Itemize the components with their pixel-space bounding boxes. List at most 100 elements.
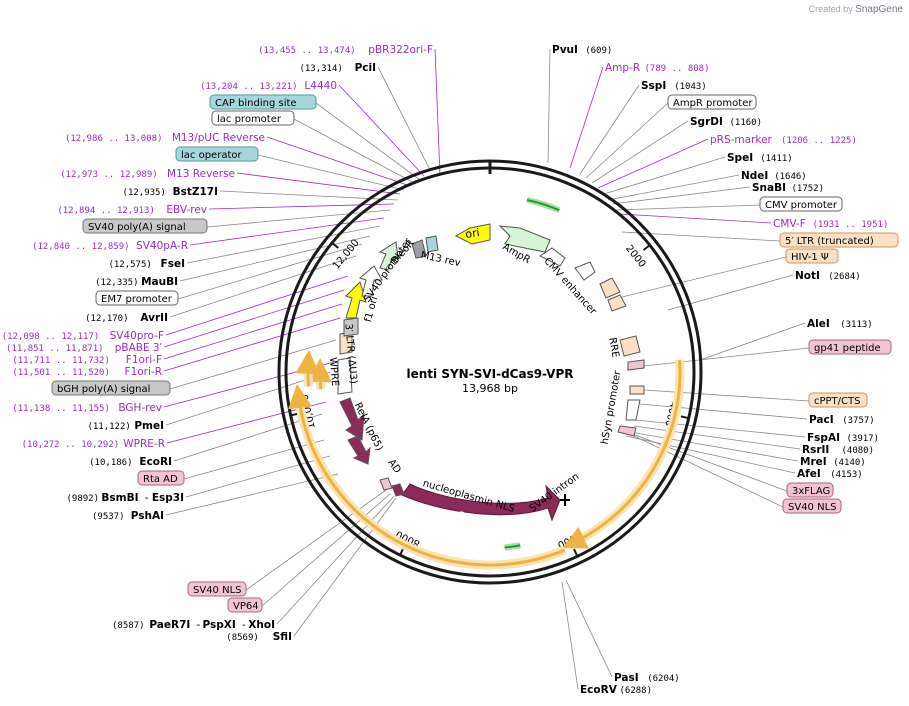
enzyme-position: (9537) — [92, 512, 125, 522]
enzyme-name: PaeR7I — [149, 619, 190, 631]
enzyme-position: (9892) — [66, 494, 99, 504]
enzyme-position: (3757) — [842, 416, 875, 426]
leader-line — [177, 243, 363, 300]
enzyme-name: EcoRV — [580, 684, 618, 696]
label-mrei: MreI(4140) — [800, 456, 866, 468]
leader-line — [165, 275, 349, 336]
leader-line — [633, 425, 801, 450]
leader-line — [163, 317, 341, 372]
feature-box — [95, 290, 179, 306]
label-hiv-1: HIV-1 Ψ — [785, 248, 839, 264]
enzyme-position: (3113) — [840, 320, 873, 330]
enzyme-position: (1043) — [674, 82, 707, 92]
leader-line — [699, 322, 806, 361]
primer-name: M13/pUC Reverse — [172, 132, 265, 144]
label-pvui: PvuI (609) — [552, 44, 612, 56]
leader-line — [434, 48, 441, 177]
enzyme-name: RsrII — [802, 444, 829, 456]
primer-name: BGH-rev — [118, 402, 162, 414]
label-sv40pa-r: SV40pA-R(12,840 .. 12,859) — [32, 240, 188, 252]
label-afei: AfeI(4153) — [797, 468, 863, 480]
leader-line — [547, 48, 551, 164]
enzyme-position: (1752) — [792, 184, 825, 194]
feature-box — [808, 339, 892, 355]
rela-feature — [339, 397, 365, 441]
intron-direction-arrow — [504, 544, 521, 549]
cmv-enhancer-feature — [539, 247, 566, 267]
label-m13-reverse: M13 Reverse(12,973 .. 12,989) — [60, 168, 235, 180]
primer-position: (11,138 .. 11,155) — [12, 404, 110, 414]
leader-line — [615, 204, 761, 211]
enzyme-name: BstZ17I — [173, 186, 218, 198]
label-sfii: SfiI(8569) — [226, 631, 292, 643]
enzyme-name: NdeI — [741, 170, 768, 182]
leader-line — [619, 213, 772, 224]
inner-label-ori: ori — [465, 226, 481, 241]
label-gp41-peptide: gp41 peptide — [808, 339, 892, 355]
outer-labels: PvuI(609)Amp-R(789 .. 808)SspI(1043)AmpR… — [2, 44, 899, 696]
feature-box-label: CMV promoter — [765, 200, 838, 211]
primer-name: SV40pA-R — [136, 240, 188, 252]
primer-position: (12,973 .. 12,989) — [60, 170, 158, 180]
enzyme-position: (4140) — [833, 458, 866, 468]
enzyme-position: (10,186) — [89, 458, 132, 468]
leader-line — [179, 235, 371, 282]
leader-line — [629, 431, 799, 462]
enzyme-name: AleI — [807, 318, 830, 330]
enzyme-name: PshAI — [131, 510, 164, 522]
ad-marker — [391, 483, 405, 497]
feature-box — [175, 146, 259, 162]
ad-feature — [347, 435, 371, 465]
label-ebv-rev: EBV-rev(12,894 .. 12,913) — [57, 204, 207, 216]
leader-line — [639, 403, 808, 420]
label-ecorv: EcoRV(6288) — [580, 684, 652, 696]
label-vp64: VP64 — [227, 597, 263, 613]
ruler-label: 12,000 — [331, 238, 362, 272]
nls-marker — [379, 477, 393, 491]
enzyme-name: SspI — [641, 80, 666, 92]
enzyme-position: (609) — [585, 46, 612, 56]
cas9-feature — [401, 483, 561, 522]
label-cmv-f: CMV-F(1931 .. 1951) — [773, 218, 888, 230]
label-cppt-cts: cPPT/CTS — [808, 392, 868, 408]
feature-box — [187, 581, 247, 597]
lac-feature — [425, 235, 439, 253]
label-sspi: SspI (1043) — [641, 80, 707, 92]
label-noti: NotI(2684) — [795, 270, 861, 282]
feature-box-label: CAP binding site — [215, 98, 297, 109]
feature-box-label: 3xFLAG — [792, 486, 830, 497]
primer-position: (12,098 .. 12,117) — [2, 332, 100, 342]
enzyme-name: EcoRI — [139, 456, 172, 468]
label-pasi: PasI(6204) — [614, 672, 680, 684]
label-paer7i: XhoI-PspXI-PaeR7I(8587) — [112, 619, 275, 631]
feature-box — [137, 470, 185, 486]
sv40pa-feature — [343, 317, 359, 337]
enzyme-name: PvuI — [552, 44, 578, 56]
credit: Created by SnapGene — [809, 4, 903, 15]
feature-box — [211, 110, 295, 126]
ltr5-feature — [599, 277, 621, 299]
primer-name: pBR322ori-F — [368, 44, 433, 56]
features — [288, 196, 685, 570]
enzyme-position: (13,314) — [299, 64, 342, 74]
feature-box — [82, 218, 208, 234]
enzyme-position: (6204) — [647, 674, 680, 684]
enzyme-name: MauBI — [141, 276, 178, 288]
label-sv40pro-f: SV40pro-F(12,098 .. 12,117) — [2, 330, 164, 342]
primer-position: (1206 .. 1225) — [781, 136, 857, 146]
ruler-tick — [642, 244, 651, 251]
feature-box-label: HIV-1 Ψ — [791, 252, 829, 263]
feature-box-label: VP64 — [233, 601, 259, 612]
label-sgrdi: SgrDI(1160) — [690, 116, 762, 128]
feature-box-label: bGH poly(A) signal — [57, 384, 150, 395]
hsyn-promoter-feature — [625, 399, 641, 421]
label-3xflag: 3xFLAG — [786, 482, 834, 498]
ruler-tick — [573, 548, 579, 557]
primer-name: F1ori-F — [126, 354, 162, 366]
label-wpre-r: WPRE-R(10,272 .. 10,292) — [22, 438, 165, 450]
enzyme-name: FspAI — [807, 432, 840, 444]
label-ecori: EcoRI (10,186) — [89, 456, 172, 468]
feature-box — [785, 248, 839, 264]
enzyme-position: (3917) — [847, 434, 880, 444]
label-avrii: AvrII(12,170) — [85, 312, 168, 324]
